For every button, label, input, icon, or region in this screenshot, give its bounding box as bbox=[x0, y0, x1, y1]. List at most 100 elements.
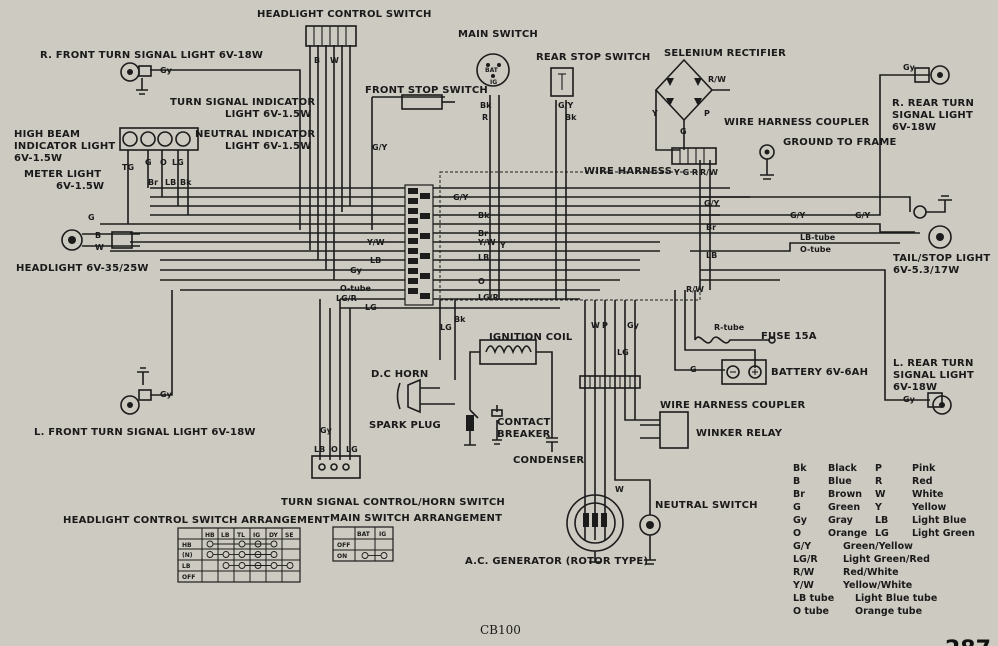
label-neutral-ind-2: LIGHT 6V-1.5W bbox=[225, 141, 311, 152]
main-table-title: MAIN SWITCH ARRANGEMENT bbox=[330, 513, 502, 524]
label-neutral-ind-1: NEUTRAL INDICATOR bbox=[195, 129, 315, 140]
wire-code-br-1: Br bbox=[148, 178, 158, 187]
wire-code-lg-left: LG bbox=[365, 303, 377, 312]
wire-code-lg-ind: LG bbox=[172, 158, 184, 167]
rear-stop-switch bbox=[550, 67, 574, 97]
wire-code-bk-1: Bk bbox=[180, 178, 192, 187]
wire-harness-coupler-bottom bbox=[579, 375, 641, 389]
label-meter-light-1: METER LIGHT bbox=[24, 169, 101, 180]
label-winker-relay: WINKER RELAY bbox=[696, 428, 783, 439]
wire-code-lg-horn: LG bbox=[440, 323, 452, 332]
label-headlight-control-switch: HEADLIGHT CONTROL SWITCH bbox=[257, 9, 432, 20]
legend-name: Light Green/Red bbox=[843, 554, 930, 565]
wire-code-g-bat: G bbox=[690, 365, 697, 374]
legend-combos: G/Y Green/Yellow LG/R Light Green/Red R/… bbox=[792, 541, 937, 617]
wire-code-p-gen: P bbox=[602, 321, 608, 330]
wire-code-g-rect: G bbox=[680, 127, 687, 136]
wire-code-lb-1: LB bbox=[165, 178, 176, 187]
label-selenium-rectifier: SELENIUM RECTIFIER bbox=[664, 48, 786, 59]
legend-name: Light Blue bbox=[912, 515, 966, 526]
mt-col-ig: IG bbox=[379, 531, 386, 538]
indicator-light-cluster bbox=[119, 127, 199, 151]
spark-plug bbox=[464, 415, 476, 446]
legend-code: Bk bbox=[793, 463, 807, 474]
wire-code-lb-right: LB bbox=[706, 251, 717, 260]
ground-to-frame-terminal bbox=[759, 144, 775, 180]
wire-code-gy-tail2: G/Y bbox=[855, 211, 870, 220]
legend-left: Bk Black B Blue Br Brown G Green Gy Gray… bbox=[793, 463, 867, 539]
wire-code-yw-left: Y/W bbox=[366, 238, 385, 247]
wire-code-w-gen: W bbox=[591, 321, 600, 330]
label-l-rear-turn-3: 6V-18W bbox=[893, 382, 937, 393]
label-headlight: HEADLIGHT 6V-35/25W bbox=[16, 263, 149, 274]
label-turn-indicator-2: LIGHT 6V-1.5W bbox=[225, 109, 311, 120]
wire-harness-coupler-top bbox=[671, 147, 717, 165]
legend-code: LB tube bbox=[793, 593, 834, 604]
wire-code-ig: IG bbox=[490, 79, 497, 86]
dc-horn bbox=[396, 378, 455, 414]
wire-code-gy-left: Gy bbox=[350, 266, 363, 275]
wire-code-g-head: G bbox=[88, 213, 95, 222]
wire-code-gy-fstop: G/Y bbox=[372, 143, 387, 152]
wire-code-otube-left: O-tube bbox=[340, 284, 372, 293]
ht-col-lb: LB bbox=[221, 532, 230, 539]
wire-code-y-rect: Y bbox=[651, 109, 658, 118]
wire-code-gy-tail: G/Y bbox=[790, 211, 805, 220]
legend-name: Yellow bbox=[911, 502, 946, 513]
winker-relay bbox=[640, 411, 689, 449]
wire-code-gy-rrear: Gy bbox=[903, 63, 916, 72]
legend-name: Black bbox=[828, 463, 858, 474]
main-switch bbox=[476, 53, 510, 87]
legend-code: G/Y bbox=[793, 541, 811, 552]
legend-name: Pink bbox=[912, 463, 936, 474]
label-high-beam-2: INDICATOR LIGHT bbox=[14, 141, 115, 152]
label-l-rear-turn-2: SIGNAL LIGHT bbox=[893, 370, 974, 381]
wire-code-gy-lfront: Gy bbox=[160, 390, 173, 399]
ht-row-hb: HB bbox=[182, 542, 192, 549]
wire-code-lb-left: LB bbox=[370, 256, 381, 265]
wire-code-bk-rstop: Bk bbox=[565, 113, 577, 122]
legend-name: Brown bbox=[828, 489, 862, 500]
wire-code-gy-rstop: G/Y bbox=[558, 101, 573, 110]
label-contact-1: CONTACT bbox=[497, 417, 551, 428]
legend-code: B bbox=[793, 476, 800, 487]
ht-col-ig: IG bbox=[253, 532, 260, 539]
neutral-switch bbox=[639, 514, 661, 565]
legend-code: Y/W bbox=[792, 580, 814, 591]
mt-row-on: ON bbox=[337, 553, 347, 560]
label-dc-horn: D.C HORN bbox=[371, 369, 428, 380]
legend-code: LB bbox=[875, 515, 888, 526]
headlight-switch-arrangement: HEADLIGHT CONTROL SWITCH ARRANGEMENT HB … bbox=[63, 515, 330, 583]
label-tail-stop-2: 6V-5.3/17W bbox=[893, 265, 959, 276]
wire-code-yw-harness: Y/W bbox=[477, 238, 496, 247]
label-wire-harness-coupler-top: WIRE HARNESS COUPLER bbox=[724, 117, 870, 128]
label-wire-harness: WIRE HARNESS bbox=[584, 166, 672, 177]
wire-code-lg-gen: LG bbox=[617, 348, 629, 357]
legend-name: Orange bbox=[828, 528, 867, 539]
wire-code-y-harness: Y bbox=[499, 241, 506, 250]
condenser bbox=[546, 420, 558, 452]
wire-code-ygr: Y G R bbox=[673, 168, 698, 177]
legend-code: LG bbox=[875, 528, 889, 539]
legend-name: Red/White bbox=[843, 567, 899, 578]
model-name: CB100 bbox=[480, 623, 521, 637]
main-harness-wires bbox=[100, 45, 930, 540]
wire-code-gy-rfront: Gy bbox=[160, 66, 173, 75]
legend-name: Light Blue tube bbox=[855, 593, 937, 604]
wire-code-br-harness: Br bbox=[478, 229, 488, 238]
label-battery: BATTERY 6V-6AH bbox=[771, 367, 868, 378]
label-r-rear-turn-1: R. REAR TURN bbox=[892, 98, 974, 109]
label-meter-light-2: 6V-1.5W bbox=[56, 181, 104, 192]
wire-code-lgr-harness: LG/R bbox=[478, 293, 499, 302]
ht-row-n: (N) bbox=[182, 552, 193, 559]
legend-code: G bbox=[793, 502, 801, 513]
legend-name: Light Green bbox=[912, 528, 975, 539]
l-rear-turn-lamp bbox=[927, 392, 952, 415]
r-rear-turn-lamp bbox=[914, 65, 950, 85]
turn-signal-control-switch bbox=[311, 455, 361, 479]
ht-col-dy: DY bbox=[269, 532, 279, 539]
label-l-front-turn: L. FRONT TURN SIGNAL LIGHT 6V-18W bbox=[34, 427, 256, 438]
legend-code: Y bbox=[874, 502, 882, 513]
legend-name: Blue bbox=[828, 476, 852, 487]
